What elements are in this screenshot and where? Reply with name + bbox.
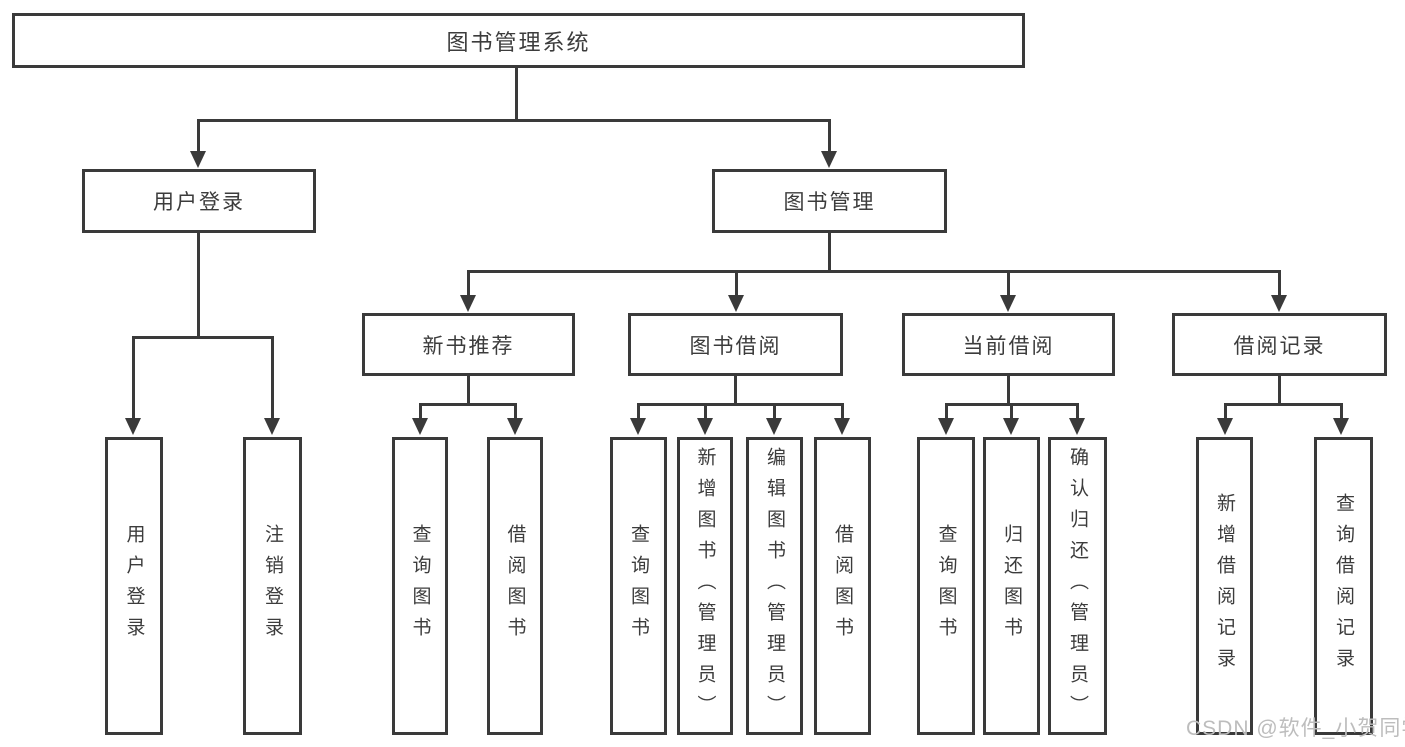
node-root-label: 图书管理系统: [446, 29, 591, 55]
arrowhead-down-icon: [938, 418, 954, 435]
connector-line: [735, 270, 738, 297]
connector-line: [132, 336, 135, 420]
leaf-user-login-label: 用户登录: [123, 524, 145, 648]
leaf-add-borrow-record: 新增借阅记录: [1196, 437, 1253, 735]
leaf-query-borrow-record: 查询借阅记录: [1314, 437, 1373, 735]
leaf-borrow-book-label: 借阅图书: [832, 524, 853, 648]
leaf-query-book-current: 查询图书: [917, 437, 975, 735]
connector-line: [467, 374, 470, 405]
arrowhead-down-icon: [834, 418, 850, 435]
connector-line: [1224, 403, 1227, 420]
arrowhead-down-icon: [1271, 295, 1287, 312]
leaf-borrow-book-recommend-label: 借阅图书: [504, 524, 526, 648]
arrowhead-down-icon: [1333, 418, 1349, 435]
connector-line: [419, 403, 422, 420]
leaf-add-book-admin-label: 新增图书（管理员）: [694, 446, 716, 726]
node-current-borrow-label: 当前借阅: [962, 334, 1055, 358]
connector-line: [1010, 403, 1013, 420]
connector-line: [637, 403, 640, 420]
leaf-query-book-recommend: 查询图书: [392, 437, 448, 735]
arrowhead-down-icon: [728, 295, 744, 312]
leaf-confirm-return-admin-label: 确认归还（管理员）: [1067, 446, 1088, 726]
leaf-query-book-recommend-label: 查询图书: [409, 524, 431, 648]
node-current-borrow: 当前借阅: [902, 313, 1115, 376]
node-book-mgmt-label: 图书管理: [783, 191, 876, 214]
leaf-return-book-label: 归还图书: [1001, 524, 1022, 648]
node-new-book-recommend: 新书推荐: [362, 313, 575, 376]
watermark: CSDN @软件_小贺同学: [1186, 717, 1405, 740]
connector-line: [467, 270, 470, 297]
connector-line: [1278, 270, 1281, 297]
node-book-borrow-label: 图书借阅: [689, 334, 782, 358]
arrowhead-down-icon: [821, 151, 837, 168]
leaf-logout-login-label: 注销登录: [262, 524, 283, 648]
arrowhead-down-icon: [507, 418, 523, 435]
arrowhead-down-icon: [630, 418, 646, 435]
connector-line: [419, 403, 517, 406]
node-user-login-label: 用户登录: [153, 191, 245, 214]
connector-line: [945, 403, 948, 420]
connector-line: [704, 403, 707, 420]
connector-line: [1007, 374, 1010, 405]
leaf-query-book-borrow-label: 查询图书: [628, 524, 649, 648]
arrowhead-down-icon: [460, 295, 476, 312]
leaf-add-book-admin: 新增图书（管理员）: [677, 437, 733, 735]
leaf-user-login: 用户登录: [105, 437, 163, 735]
connector-line: [514, 403, 517, 420]
leaf-query-borrow-record-label: 查询借阅记录: [1333, 493, 1354, 679]
arrowhead-down-icon: [125, 418, 141, 435]
connector-line: [467, 270, 1281, 273]
leaf-edit-book-admin: 编辑图书（管理员）: [746, 437, 803, 735]
arrowhead-down-icon: [697, 418, 713, 435]
leaf-confirm-return-admin: 确认归还（管理员）: [1048, 437, 1107, 735]
node-new-book-recommend-label: 新书推荐: [422, 334, 515, 358]
arrowhead-down-icon: [412, 418, 428, 435]
connector-line: [197, 232, 200, 338]
arrowhead-down-icon: [1069, 418, 1085, 435]
leaf-query-book-borrow: 查询图书: [610, 437, 667, 735]
node-borrow-records: 借阅记录: [1172, 313, 1387, 376]
arrowhead-down-icon: [1000, 295, 1016, 312]
leaf-edit-book-admin-label: 编辑图书（管理员）: [764, 446, 785, 726]
connector-line: [271, 336, 274, 420]
node-borrow-records-label: 借阅记录: [1233, 334, 1326, 358]
connector-line: [1278, 374, 1281, 405]
connector-line: [841, 403, 844, 420]
node-book-mgmt: 图书管理: [712, 169, 947, 233]
connector-line: [515, 68, 518, 121]
connector-line: [1007, 270, 1010, 297]
arrowhead-down-icon: [190, 151, 206, 168]
arrowhead-down-icon: [1003, 418, 1019, 435]
connector-line: [197, 119, 831, 122]
connector-line: [637, 403, 844, 406]
node-user-login: 用户登录: [82, 169, 316, 233]
leaf-return-book: 归还图书: [983, 437, 1040, 735]
leaf-borrow-book-recommend: 借阅图书: [487, 437, 543, 735]
leaf-logout-login: 注销登录: [243, 437, 302, 735]
connector-line: [828, 232, 831, 273]
connector-line: [1340, 403, 1343, 420]
connector-line: [734, 374, 737, 405]
arrowhead-down-icon: [1217, 418, 1233, 435]
connector-line: [1076, 403, 1079, 420]
leaf-borrow-book: 借阅图书: [814, 437, 871, 735]
leaf-add-borrow-record-label: 新增借阅记录: [1214, 493, 1235, 679]
connector-line: [197, 119, 200, 153]
arrowhead-down-icon: [766, 418, 782, 435]
connector-line: [828, 119, 831, 153]
connector-line: [773, 403, 776, 420]
node-book-borrow: 图书借阅: [628, 313, 843, 376]
leaf-query-book-current-label: 查询图书: [935, 524, 957, 648]
node-root: 图书管理系统: [12, 13, 1025, 68]
connector-line: [1224, 403, 1343, 406]
connector-line: [132, 336, 274, 339]
arrowhead-down-icon: [264, 418, 280, 435]
